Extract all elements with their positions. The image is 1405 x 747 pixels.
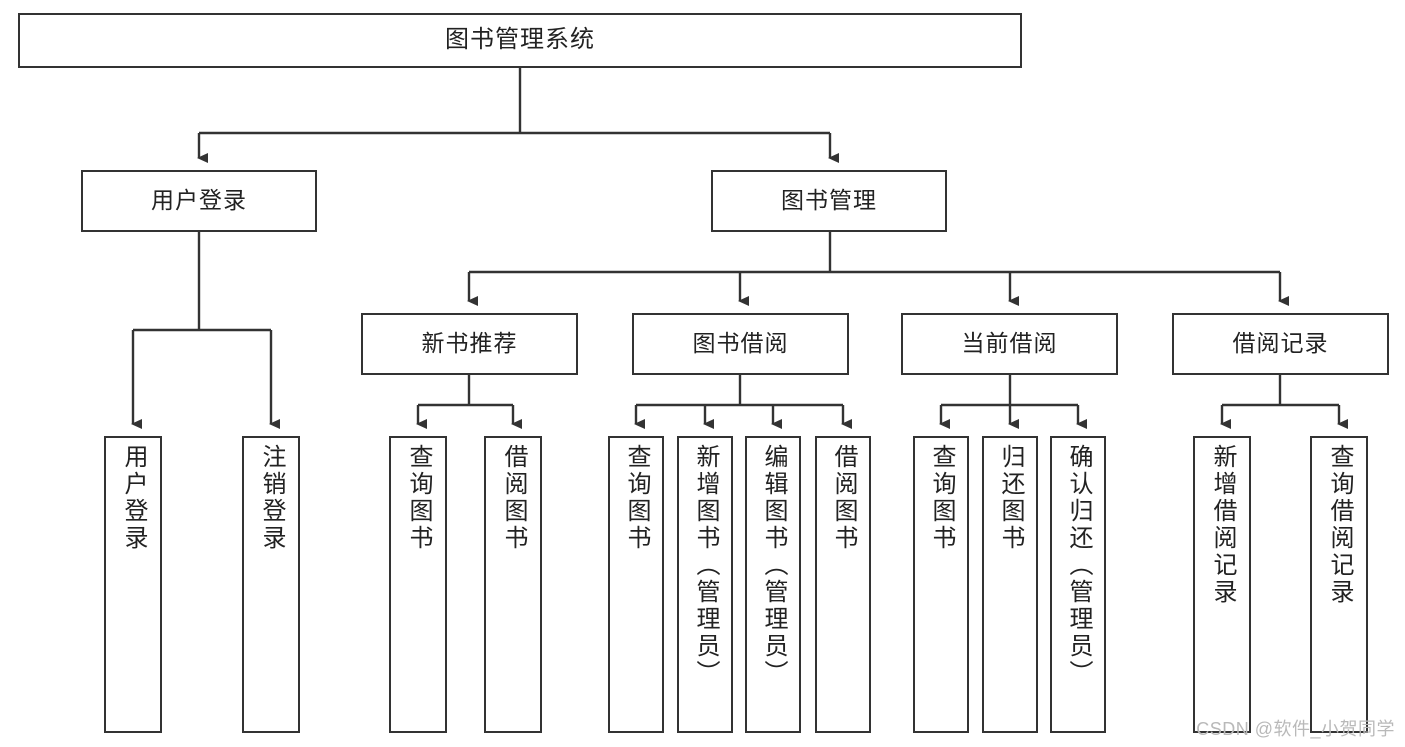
node-current-borrow[interactable]: 当前借阅 bbox=[901, 313, 1118, 375]
node-user-login[interactable]: 用户登录 bbox=[81, 170, 317, 232]
node-leaf-return-book[interactable]: 归还图书 bbox=[982, 436, 1038, 733]
node-label: 查询图书 bbox=[405, 444, 432, 552]
node-root-book-management-system[interactable]: 图书管理系统 bbox=[18, 13, 1022, 68]
node-leaf-query-borrow-record[interactable]: 查询借阅记录 bbox=[1310, 436, 1368, 733]
node-book-management[interactable]: 图书管理 bbox=[711, 170, 947, 232]
node-leaf-edit-book-admin[interactable]: 编辑图书（管理员） bbox=[745, 436, 801, 733]
node-label: 查询图书 bbox=[928, 444, 955, 552]
node-leaf-query-book-current[interactable]: 查询图书 bbox=[913, 436, 969, 733]
node-label: 新增借阅记录 bbox=[1209, 444, 1236, 606]
node-label: 借阅图书 bbox=[500, 444, 527, 552]
node-label: 注销登录 bbox=[258, 444, 285, 552]
node-label: 确认归还（管理员） bbox=[1065, 444, 1092, 687]
node-label: 新书推荐 bbox=[421, 330, 518, 357]
node-new-book-recommend[interactable]: 新书推荐 bbox=[361, 313, 578, 375]
node-leaf-query-book-borrow[interactable]: 查询图书 bbox=[608, 436, 664, 733]
node-leaf-borrow-book-recommend[interactable]: 借阅图书 bbox=[484, 436, 542, 733]
node-leaf-logout[interactable]: 注销登录 bbox=[242, 436, 300, 733]
node-label: 用户登录 bbox=[151, 187, 247, 214]
node-book-borrow[interactable]: 图书借阅 bbox=[632, 313, 849, 375]
node-label: 用户登录 bbox=[120, 444, 147, 552]
node-leaf-borrow-book[interactable]: 借阅图书 bbox=[815, 436, 871, 733]
node-leaf-query-book-recommend[interactable]: 查询图书 bbox=[389, 436, 447, 733]
node-label: 借阅记录 bbox=[1232, 330, 1329, 357]
watermark-text: CSDN @软件_小贺同学 bbox=[1196, 719, 1395, 739]
node-label: 借阅图书 bbox=[830, 444, 857, 552]
node-label: 新增图书（管理员） bbox=[692, 444, 719, 687]
node-leaf-user-login[interactable]: 用户登录 bbox=[104, 436, 162, 733]
node-leaf-add-book-admin[interactable]: 新增图书（管理员） bbox=[677, 436, 733, 733]
node-label: 当前借阅 bbox=[961, 330, 1058, 357]
node-borrow-record[interactable]: 借阅记录 bbox=[1172, 313, 1389, 375]
node-label: 归还图书 bbox=[997, 444, 1024, 552]
node-leaf-confirm-return-admin[interactable]: 确认归还（管理员） bbox=[1050, 436, 1106, 733]
node-label: 查询图书 bbox=[623, 444, 650, 552]
node-label: 图书管理系统 bbox=[445, 26, 595, 54]
node-label: 编辑图书（管理员） bbox=[760, 444, 787, 687]
node-label: 图书借阅 bbox=[692, 330, 789, 357]
node-label: 图书管理 bbox=[781, 187, 877, 214]
node-leaf-add-borrow-record[interactable]: 新增借阅记录 bbox=[1193, 436, 1251, 733]
node-label: 查询借阅记录 bbox=[1326, 444, 1353, 606]
